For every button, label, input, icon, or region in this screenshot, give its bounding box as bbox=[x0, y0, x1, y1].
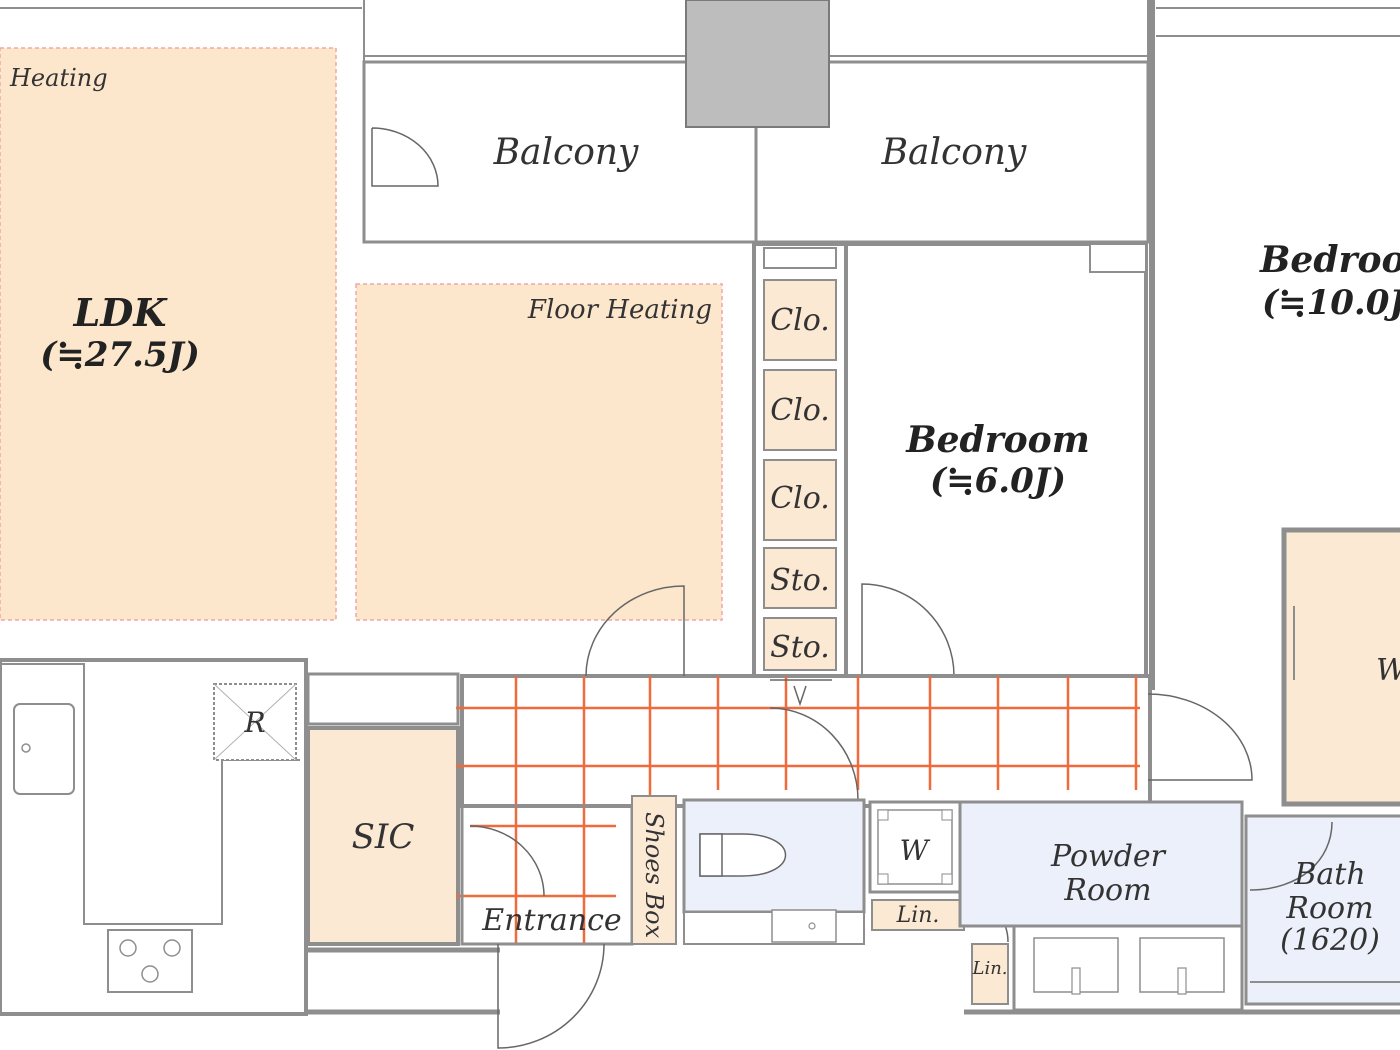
balcony-right-label: Balcony bbox=[881, 132, 1027, 173]
closet-2-label: Clo. bbox=[770, 393, 830, 428]
ldk-floor-heating-zone bbox=[0, 47, 337, 621]
floor-heating-label: Floor Heating bbox=[527, 295, 712, 325]
corridor-door-right bbox=[1147, 693, 1253, 781]
corridor-small-door bbox=[770, 679, 832, 707]
bedroom-right-name-label: Bedroom bbox=[1259, 239, 1400, 281]
bath-room-label-1: Bath bbox=[1293, 857, 1365, 892]
bedroom-mid-door-swing bbox=[861, 583, 955, 677]
washer-corner-tl bbox=[877, 809, 889, 821]
sink bbox=[13, 703, 75, 795]
floor-heating-cut-label: Heating bbox=[9, 64, 108, 92]
balcony-right-area bbox=[754, 60, 1150, 244]
linen-2-label: Lin. bbox=[971, 958, 1007, 979]
closet-3 bbox=[763, 459, 837, 541]
shoes-box bbox=[631, 795, 677, 945]
washer-corner-bl bbox=[877, 873, 889, 885]
ldk-name-label: LDK bbox=[73, 290, 169, 335]
closet-2 bbox=[763, 369, 837, 451]
storage-1-label: Sto. bbox=[770, 563, 830, 598]
toilet-sink bbox=[771, 909, 837, 943]
sink-drain bbox=[21, 743, 31, 753]
toilet-tank bbox=[699, 833, 723, 877]
powder-room-label-2: Room bbox=[1063, 873, 1151, 908]
entrance-inner-door bbox=[469, 825, 545, 897]
bedroom-mid-area bbox=[844, 242, 1148, 680]
burner-2 bbox=[163, 939, 181, 957]
sic-area bbox=[306, 726, 460, 946]
powder-room-label-1: Powder bbox=[1050, 839, 1167, 874]
storage-2 bbox=[763, 617, 837, 671]
bath-room-door bbox=[1249, 821, 1333, 891]
linen-2 bbox=[971, 943, 1009, 1005]
entrance-label: Entrance bbox=[481, 903, 621, 938]
refrigerator-label: R bbox=[243, 706, 265, 739]
bath-room-label-2: Room bbox=[1285, 891, 1373, 926]
burner-3 bbox=[141, 965, 159, 983]
vanity-tap-2 bbox=[1177, 967, 1187, 995]
wic-area bbox=[1281, 527, 1400, 807]
balcony-door-swing bbox=[371, 127, 439, 187]
closet-1 bbox=[763, 279, 837, 361]
corridor-door-toilet bbox=[769, 707, 859, 801]
bedroom-right-size-label: (≒10.0J bbox=[1262, 283, 1400, 323]
storage-2-label: Sto. bbox=[770, 630, 830, 665]
washer-corner-tr bbox=[941, 809, 953, 821]
sic-label: SIC bbox=[352, 817, 415, 857]
corridor-grid bbox=[456, 676, 1140, 944]
corridor-area bbox=[460, 674, 1152, 808]
linen-1-label: Lin. bbox=[896, 903, 940, 928]
washer-label: W bbox=[900, 834, 931, 867]
bedroom-mid-size-label: (≒6.0J) bbox=[930, 461, 1066, 501]
washer-box bbox=[877, 809, 953, 885]
refrigerator-x2 bbox=[213, 683, 297, 761]
bedroom-mid-name-label: Bedroom bbox=[905, 419, 1090, 461]
burner-1 bbox=[119, 939, 137, 957]
ldk-size-label: (≒27.5J) bbox=[40, 335, 200, 375]
closet-3-label: Clo. bbox=[770, 481, 830, 516]
storage-1 bbox=[763, 547, 837, 609]
linen-1 bbox=[871, 899, 965, 931]
floor-heating-zone bbox=[355, 283, 723, 621]
wic-label: W bbox=[1376, 653, 1400, 688]
closet-1-label: Clo. bbox=[770, 303, 830, 338]
bedroom-mid-window-box bbox=[1089, 243, 1147, 273]
closet-top-shelf bbox=[763, 247, 837, 269]
vanity-tap-1 bbox=[1071, 967, 1081, 995]
toilet-sink-tap bbox=[808, 922, 816, 930]
corridor-door-upper bbox=[585, 585, 685, 677]
shoes-box-label: Shoes Box bbox=[640, 812, 668, 939]
sic-upper-box bbox=[306, 672, 460, 726]
entrance-front-door bbox=[497, 943, 605, 1049]
chimney-column bbox=[685, 0, 830, 128]
balcony-left-label: Balcony bbox=[493, 132, 639, 173]
washer-corner-br bbox=[941, 873, 953, 885]
bath-room-area bbox=[1244, 814, 1400, 1006]
bath-room-label-3: (1620) bbox=[1280, 923, 1380, 958]
